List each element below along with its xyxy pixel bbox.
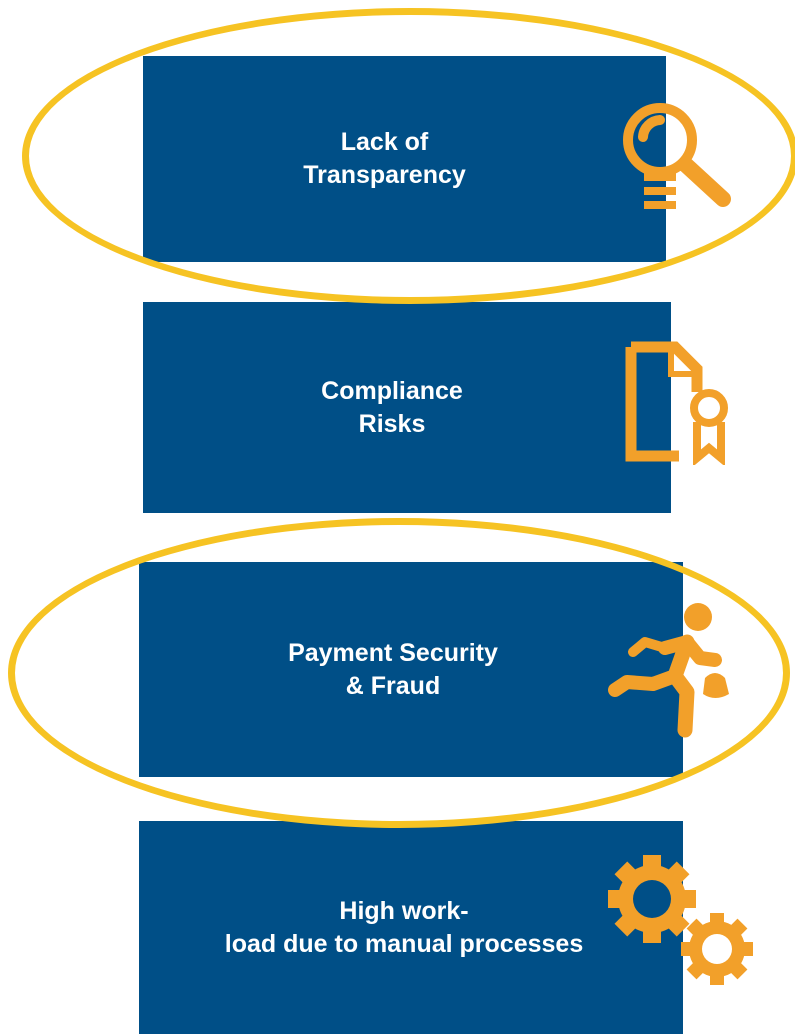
card-title-line2: load due to manual processes bbox=[224, 929, 584, 958]
card-title-line2: & Fraud bbox=[345, 671, 441, 700]
card-title-line1: Payment Security bbox=[288, 638, 498, 667]
card-high-workload: High work- load due to manual processes bbox=[139, 821, 683, 1034]
card-title-line1: Compliance bbox=[321, 376, 463, 405]
card-title-line1: Lack of bbox=[340, 128, 429, 156]
card-payment-security-fraud: Payment Security & Fraud bbox=[139, 562, 683, 777]
card-title-line2: Transparency bbox=[303, 161, 466, 189]
magnifier-bulb-icon bbox=[623, 103, 731, 209]
card-title-line1: High work- bbox=[339, 896, 469, 925]
thief-running-icon bbox=[608, 603, 729, 738]
gears-icon bbox=[608, 855, 753, 985]
card-compliance-risks: Compliance Risks bbox=[143, 302, 671, 513]
certificate-icon bbox=[625, 341, 728, 465]
card-title-line2: Risks bbox=[358, 409, 426, 438]
card-lack-of-transparency: Lack of Transparency bbox=[143, 56, 666, 262]
